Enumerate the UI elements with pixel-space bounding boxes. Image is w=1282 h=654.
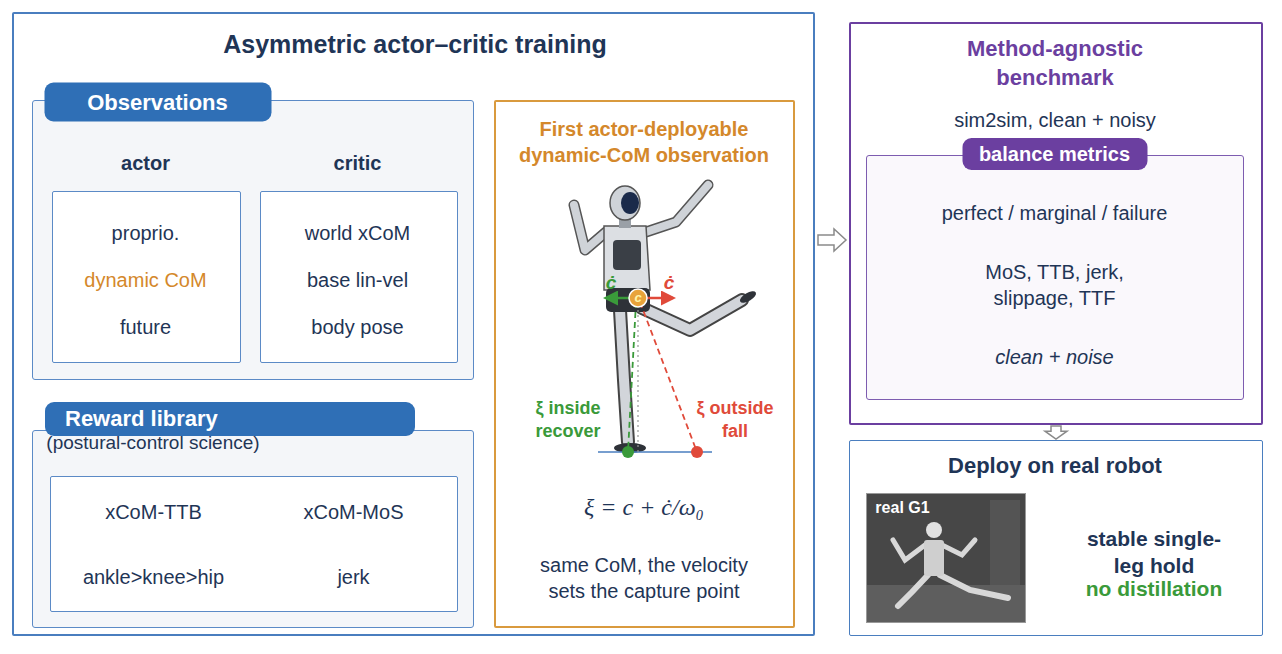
metric-item: clean + noise <box>885 344 1225 370</box>
com-symbol: c <box>628 290 648 307</box>
observations-panel: actor proprio. dynamic CoM future critic worl… <box>32 100 474 380</box>
tab-label: balance metrics <box>962 138 1147 170</box>
panel-title: First actor-deployable dynamic-CoM obser… <box>504 116 784 168</box>
result-text: stable single-leg hold <box>1077 525 1232 580</box>
velocity-symbol: ċ <box>657 271 681 296</box>
formula: ξ = c + ċ/ω₀ <box>504 492 784 523</box>
training-panel: actor proprio. dynamic CoM future critic worl… <box>12 12 815 636</box>
panel-subtitle: sim2sim, clean + noisy <box>865 107 1245 133</box>
reward-item: ankle>knee>hip <box>59 564 249 590</box>
panel-title: Deploy on real robot <box>865 452 1245 481</box>
reward-item: jerk <box>259 564 449 590</box>
outcome-label: ξ outside fall <box>688 397 783 444</box>
metrics-box: balance metricsperfect / marginal / fail… <box>866 155 1244 400</box>
panel-caption: same CoM, the velocity sets the capture … <box>529 552 759 604</box>
reward-box: xCoM-TTB xCoM-MoS ankle>knee>hip jerk <box>50 476 458 612</box>
tab-label: Observations <box>44 82 271 121</box>
observation-item: future <box>56 314 236 340</box>
reward-item: xCoM-TTB <box>59 499 249 525</box>
deploy-panel: real G1 Deploy on real robot stable single… <box>849 440 1263 636</box>
outcome-label: ξ inside recover <box>521 397 616 444</box>
photo-label: real G1 <box>863 497 943 518</box>
flow-arrow <box>818 229 846 251</box>
critic-box: criticworld xCoMbase lin-velbody pose <box>260 191 458 363</box>
velocity-symbol: ċ <box>599 271 623 296</box>
panel-title: Method-agnostic benchmark <box>925 35 1185 92</box>
result-text: no distillation <box>1054 575 1254 602</box>
column-heading: actor <box>56 150 236 176</box>
flow-arrow <box>1045 426 1067 439</box>
actor-box: actorproprio.dynamic CoMfuture <box>52 191 241 363</box>
reward-item: xCoM-MoS <box>259 499 449 525</box>
com-panel: First actor-deployable dynamic-CoM obser… <box>494 100 795 628</box>
robot-photo: real G1 <box>866 493 1026 623</box>
panel-subtitle: (postural-control science) <box>33 431 273 456</box>
tab-label: Reward library <box>45 402 415 436</box>
observation-item: body pose <box>263 314 453 340</box>
metric-item: perfect / marginal / failure <box>885 200 1225 226</box>
column-heading: critic <box>263 150 453 176</box>
observation-item: dynamic CoM <box>56 267 236 293</box>
reward-panel: xCoM-TTBxCoM-MoSankle>knee>hipjerkReward… <box>32 430 474 628</box>
panel-title: Asymmetric actor–critic training <box>45 28 785 61</box>
observation-item: world xCoM <box>263 220 453 246</box>
observation-item: base lin-vel <box>263 267 453 293</box>
benchmark-panel: balance metrics perfect / marginal / fail… <box>849 22 1263 425</box>
metric-item: MoS, TTB, jerk, slippage, TTF <box>955 259 1155 311</box>
observation-item: proprio. <box>56 220 236 246</box>
